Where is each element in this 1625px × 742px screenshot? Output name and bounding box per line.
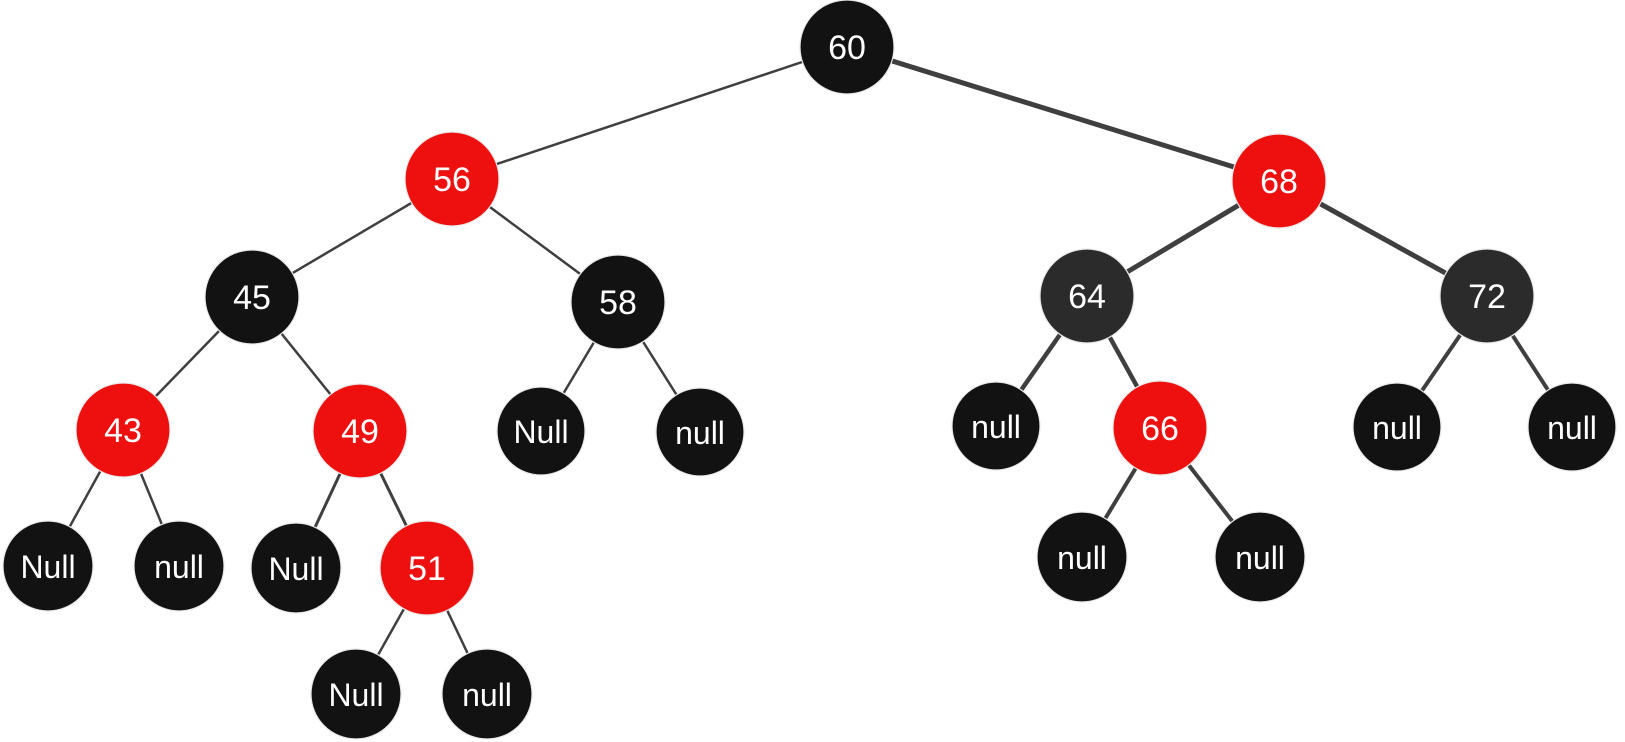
node-label: 60	[828, 29, 866, 67]
node-circle	[655, 387, 745, 477]
node-label: null	[675, 415, 725, 451]
node-label: null	[1372, 410, 1422, 446]
node-label: null	[154, 549, 204, 585]
node-circle	[1036, 511, 1128, 603]
node-label: null	[971, 409, 1021, 445]
node-circle	[133, 520, 225, 612]
node-label: null	[462, 677, 512, 713]
node-circle	[799, 0, 895, 95]
tree-leaf-node-51L: Null	[310, 648, 402, 740]
tree-node-64: 64	[1039, 248, 1135, 344]
node-label: 72	[1468, 278, 1506, 316]
tree-node-49: 49	[312, 383, 408, 479]
tree-leaf-node-64L: null	[951, 381, 1041, 471]
node-label: Null	[328, 677, 383, 713]
node-label: Null	[20, 549, 75, 585]
node-label: null	[1547, 410, 1597, 446]
tree-leaf-node-72L: null	[1352, 382, 1442, 472]
tree-leaf-node-51R: null	[441, 648, 533, 740]
node-circle	[1112, 380, 1208, 476]
node-circle	[1439, 248, 1535, 344]
node-circle	[441, 648, 533, 740]
tree-leaf-node-49L: Null	[250, 522, 342, 614]
node-label: null	[1057, 540, 1107, 576]
node-circle	[1527, 382, 1617, 472]
node-label: Null	[268, 551, 323, 587]
node-label: 49	[341, 413, 379, 451]
tree-leaf-node-43L: Null	[2, 520, 94, 612]
tree-node-51: 51	[379, 520, 475, 616]
tree-edge-60-56	[451, 45, 848, 181]
node-circle	[1352, 382, 1442, 472]
node-label: 64	[1068, 278, 1106, 316]
node-label: Null	[513, 414, 568, 450]
tree-node-68: 68	[1231, 133, 1327, 229]
node-circle	[250, 522, 342, 614]
node-circle	[496, 386, 586, 476]
tree-node-60: 60	[799, 0, 895, 95]
node-label: 68	[1260, 163, 1298, 201]
node-label: 56	[433, 161, 471, 199]
tree-leaf-node-58R: null	[655, 387, 745, 477]
node-circle	[204, 249, 300, 345]
node-label: null	[1235, 540, 1285, 576]
tree-leaf-node-66R: null	[1214, 511, 1306, 603]
tree-leaf-node-43R: null	[133, 520, 225, 612]
node-circle	[1231, 133, 1327, 229]
tree-node-58: 58	[570, 254, 666, 350]
node-label: 58	[599, 284, 637, 322]
node-circle	[404, 131, 500, 227]
node-label: 45	[233, 279, 271, 317]
tree-node-72: 72	[1439, 248, 1535, 344]
tree-node-56: 56	[404, 131, 500, 227]
tree-edge-60-68	[846, 44, 1280, 184]
node-circle	[310, 648, 402, 740]
node-circle	[1214, 511, 1306, 603]
tree-leaf-node-58L: Null	[496, 386, 586, 476]
node-label: 66	[1141, 410, 1179, 448]
tree-leaf-node-66L: null	[1036, 511, 1128, 603]
tree-node-43: 43	[75, 382, 171, 478]
node-circle	[570, 254, 666, 350]
tree-node-66: 66	[1112, 380, 1208, 476]
node-circle	[951, 381, 1041, 471]
node-circle	[312, 383, 408, 479]
node-label: 43	[104, 412, 142, 450]
node-label: 51	[408, 550, 446, 588]
tree-leaf-node-72R: null	[1527, 382, 1617, 472]
node-circle	[75, 382, 171, 478]
node-circle	[2, 520, 94, 612]
node-circle	[379, 520, 475, 616]
node-circle	[1039, 248, 1135, 344]
tree-node-45: 45	[204, 249, 300, 345]
